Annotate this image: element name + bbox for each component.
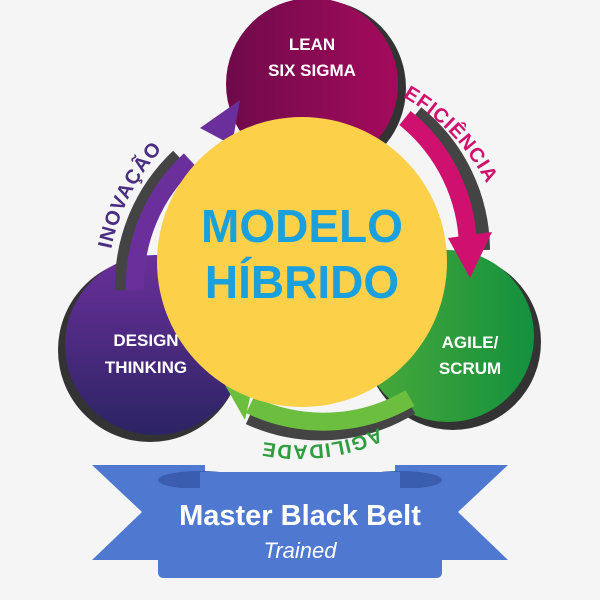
- inovacao-arrow: [125, 153, 197, 291]
- lean-label-line1: LEAN: [289, 35, 335, 54]
- banner-subtitle: Trained: [264, 538, 338, 563]
- eficiencia-arrowhead-icon: [448, 232, 492, 278]
- agile-label-line2: SCRUM: [439, 359, 501, 378]
- inovacao-arrowhead-icon: [200, 100, 240, 145]
- banner-ribbon: [92, 465, 508, 578]
- banner-main: [158, 488, 442, 578]
- center-title-line1: MODELO: [201, 200, 403, 252]
- center-title-line2: HÍBRIDO: [205, 256, 399, 308]
- lean-label-line2: SIX SIGMA: [268, 61, 356, 80]
- center-circle: [157, 117, 447, 407]
- eficiencia-arrow-shadow: [408, 107, 490, 251]
- agilidade-arrow: [246, 390, 415, 431]
- design-label-line1: DESIGN: [113, 331, 178, 350]
- design-label-line2: THINKING: [105, 358, 187, 377]
- eficiencia-arrow: [399, 111, 477, 249]
- agile-label-line1: AGILE/: [442, 333, 499, 352]
- banner-title: Master Black Belt: [179, 500, 421, 532]
